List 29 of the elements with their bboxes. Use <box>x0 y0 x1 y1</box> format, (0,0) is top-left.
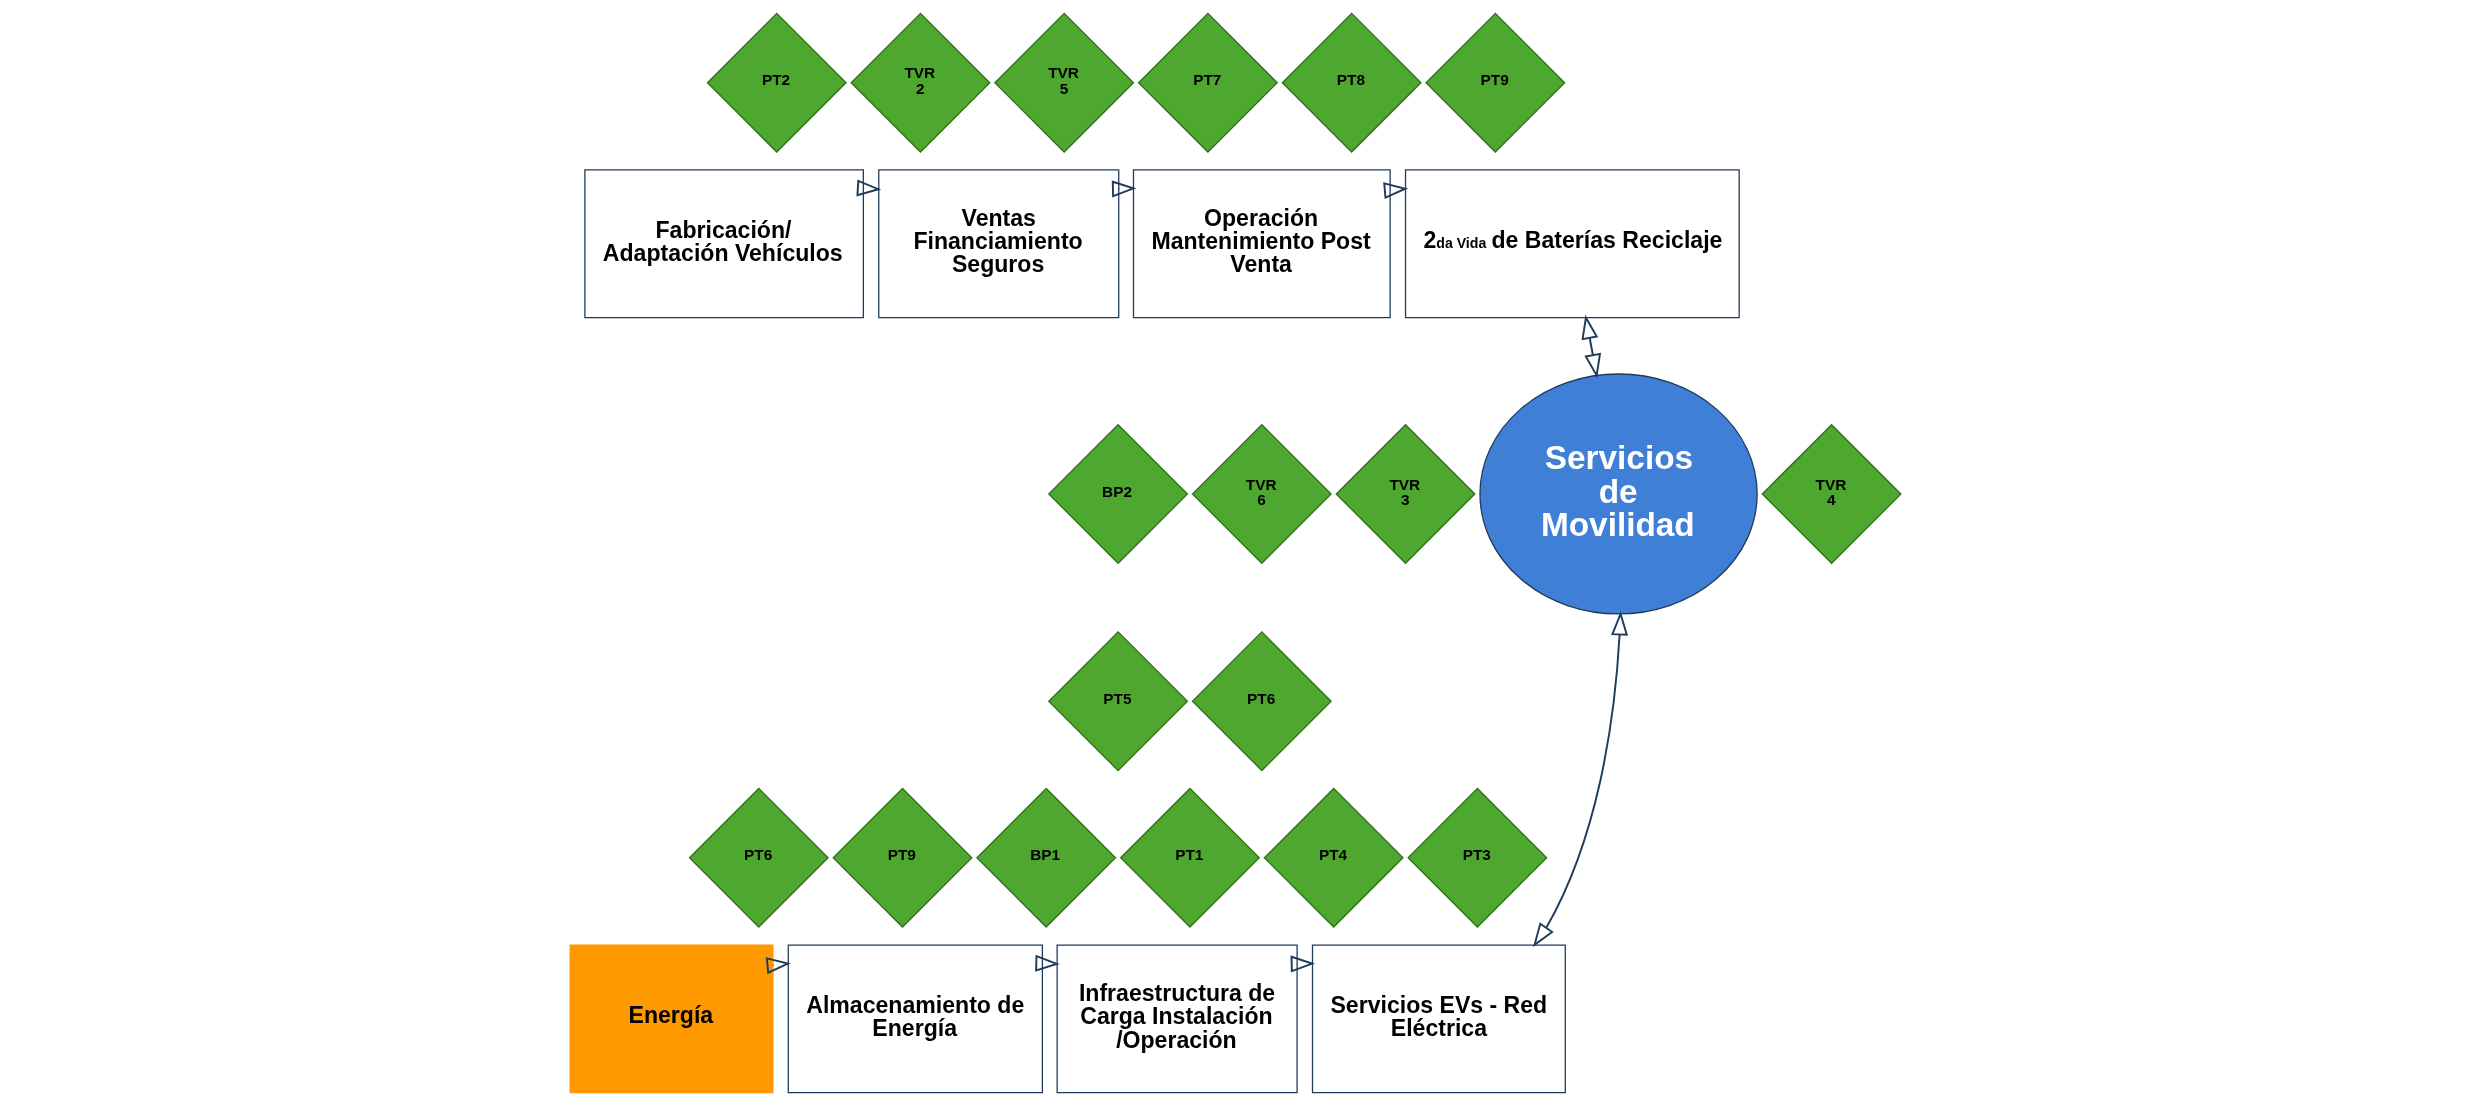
node-diamond: BP1 <box>976 787 1117 928</box>
arrow <box>1383 182 1409 200</box>
node-diamond: TVR 5 <box>994 12 1135 153</box>
arrow <box>1035 954 1060 972</box>
node-diamond: PT6 <box>1191 631 1332 772</box>
node-diamond: PT8 <box>1281 12 1422 153</box>
node-diamond: TVR 6 <box>1191 423 1332 565</box>
arrow <box>1581 314 1602 379</box>
node-diamond: TVR 4 <box>1761 423 1902 565</box>
node-box: Servicios EVs - Red Eléctrica <box>1311 944 1566 1094</box>
node-diamond: PT9 <box>1425 12 1566 153</box>
node-diamond: TVR 2 <box>850 12 991 153</box>
node-diamond: PT3 <box>1407 787 1548 928</box>
node-diamond: BP2 <box>1047 423 1189 565</box>
arrow <box>1111 180 1137 198</box>
node-ellipse: Servicios de Movilidad <box>1479 373 1758 615</box>
node-diamond: PT7 <box>1137 12 1279 153</box>
node-diamond: PT2 <box>706 12 847 153</box>
arrow <box>1532 611 1629 948</box>
arrow <box>765 957 791 975</box>
node-diamond: TVR 3 <box>1335 423 1476 565</box>
node-diamond: PT5 <box>1047 631 1189 772</box>
node-diamond: PT9 <box>832 787 973 928</box>
node-box: 2da Vida de Baterías Reciclaje <box>1404 169 1740 319</box>
node-diamond: PT1 <box>1119 787 1261 928</box>
node-diamond: PT4 <box>1263 787 1404 928</box>
arrow <box>1290 955 1316 973</box>
node-diamond: PT6 <box>688 787 829 928</box>
arrow <box>856 179 882 197</box>
